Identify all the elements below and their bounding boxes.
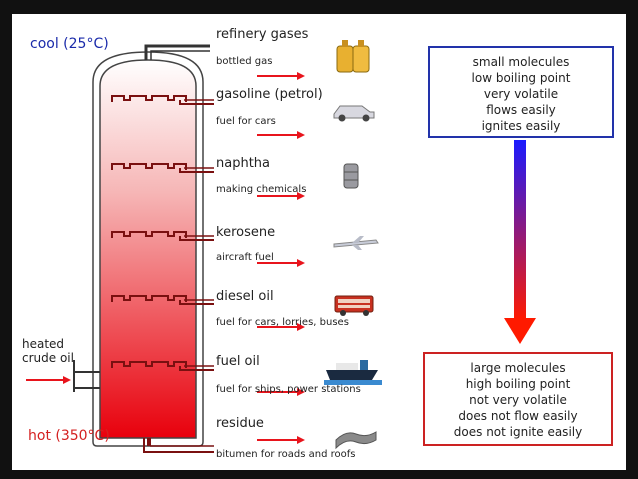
car-icon	[333, 105, 375, 122]
fraction-outlets	[143, 99, 214, 453]
gas-bottles-icon	[336, 40, 370, 73]
fraction-use: fuel for ships, power stations	[216, 384, 361, 395]
fraction-use: fuel for cars	[216, 116, 276, 127]
fraction-outlet-pipe	[179, 300, 214, 305]
box-line: flows easily	[486, 103, 556, 117]
box-line: high boiling point	[465, 377, 571, 391]
fraction-name: diesel oil	[216, 289, 274, 304]
road-icon	[335, 431, 377, 450]
box-line: low boiling point	[471, 71, 571, 85]
fraction-use: bottled gas	[216, 56, 273, 67]
small-molecules-box: small molecules low boiling point very v…	[428, 46, 614, 138]
box-line: small molecules	[472, 55, 570, 69]
box-line: large molecules	[470, 361, 566, 375]
chemical-drum-icon	[343, 163, 359, 189]
box-line: not very volatile	[469, 393, 567, 407]
fraction-name: residue	[216, 416, 264, 431]
product-arrows	[257, 72, 305, 444]
fraction-use: bitumen for roads and roofs	[216, 449, 356, 460]
fraction-outlet-pipe	[179, 366, 214, 371]
ship-icon	[324, 360, 382, 385]
fraction-outlet-pipe	[179, 236, 214, 241]
distillation-column-inner	[99, 59, 197, 439]
hot-temperature-label: hot (350°C)	[28, 428, 110, 444]
box-line: ignites easily	[481, 119, 561, 133]
gas-outlet-pipe	[144, 44, 210, 60]
fraction-name: naphtha	[216, 156, 270, 171]
fraction-name: gasoline (petrol)	[216, 87, 323, 102]
bus-icon	[334, 295, 374, 316]
large-molecules-box: large molecules high boiling point not v…	[423, 352, 613, 446]
fraction-use: aircraft fuel	[216, 252, 274, 263]
fraction-name: refinery gases	[216, 27, 309, 42]
fraction-use: making chemicals	[216, 184, 307, 195]
property-gradient-bar	[514, 140, 526, 320]
column-tray	[111, 95, 187, 102]
box-line: does not ignite easily	[453, 425, 583, 439]
column-tray	[111, 361, 187, 368]
residue-outlet-pipe	[143, 438, 214, 453]
column-tray	[111, 231, 187, 238]
fraction-outlet-pipe	[179, 100, 214, 105]
fraction-outlet-pipe	[179, 168, 214, 173]
column-tray	[111, 163, 187, 170]
fraction-name: kerosene	[216, 225, 276, 240]
crude-oil-label-line1: heated	[22, 337, 65, 351]
column-trays	[111, 95, 187, 368]
aeroplane-icon	[333, 236, 379, 250]
cool-temperature-label: cool (25°C)	[30, 36, 109, 52]
property-gradient-arrowhead	[504, 318, 536, 344]
crude-oil-label-line2: crude oil	[22, 351, 74, 365]
box-line: very volatile	[483, 87, 559, 101]
crude-oil-label: heated crude oil	[22, 337, 74, 365]
box-line: does not flow easily	[458, 409, 578, 423]
column-tray	[111, 295, 187, 302]
fraction-name: fuel oil	[216, 354, 260, 369]
gas-outlet-pipe-inner	[150, 50, 210, 60]
fraction-use: fuel for cars, lorries, buses	[216, 317, 349, 328]
